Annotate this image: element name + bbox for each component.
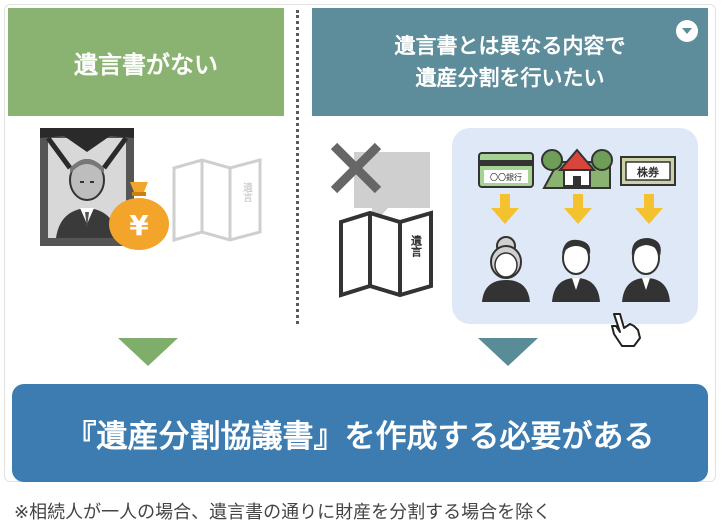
left-panel-header: 遺言書がない (8, 8, 284, 116)
menu-icon (682, 28, 692, 34)
will-label-faded: 遺言 (241, 181, 253, 203)
right-panel-title-line2: 遺産分割を行いたい (415, 66, 605, 90)
menu-button[interactable] (676, 20, 698, 42)
arrow-down-icon (635, 194, 663, 224)
person-icon (622, 238, 670, 302)
panel-divider (296, 10, 299, 324)
stock-label: 株券 (637, 165, 660, 179)
footnote: ※相続人が一人の場合、遺言書の通りに財産を分割する場合を除く (14, 502, 552, 523)
arrow-down-icon (564, 194, 592, 224)
stock-certificate-icon: 株券 (620, 156, 676, 186)
bank-label: 〇〇銀行 (490, 172, 522, 182)
conclusion-text: 『遺産分割協議書』を作成する必要がある (65, 418, 655, 455)
conclusion-banner: 『遺産分割協議書』を作成する必要がある (12, 384, 708, 482)
bank-card-icon: 〇〇銀行 (478, 152, 534, 188)
speech-bubble-icon (330, 142, 430, 226)
yen-symbol: ¥ (129, 209, 149, 242)
person-icon (552, 239, 600, 302)
left-panel-title: 遺言書がない (74, 50, 218, 79)
cross-icon (330, 142, 382, 194)
map-icon: 遺言 (172, 158, 262, 242)
will-label: 遺言 (410, 234, 424, 258)
right-panel-header: 遺言書とは異なる内容で 遺産分割を行いたい (312, 8, 708, 116)
money-bag-icon: ¥ (109, 182, 169, 250)
right-panel-title-line1: 遺言書とは異なる内容で (394, 34, 626, 58)
arrow-down-icon (491, 194, 519, 224)
house-icon (541, 148, 613, 189)
person-icon (482, 236, 530, 302)
right-flow-arrow (478, 338, 538, 366)
left-flow-arrow (118, 338, 178, 366)
hand-cursor-icon (611, 313, 641, 347)
will-map-icon: 遺言 (339, 210, 433, 298)
